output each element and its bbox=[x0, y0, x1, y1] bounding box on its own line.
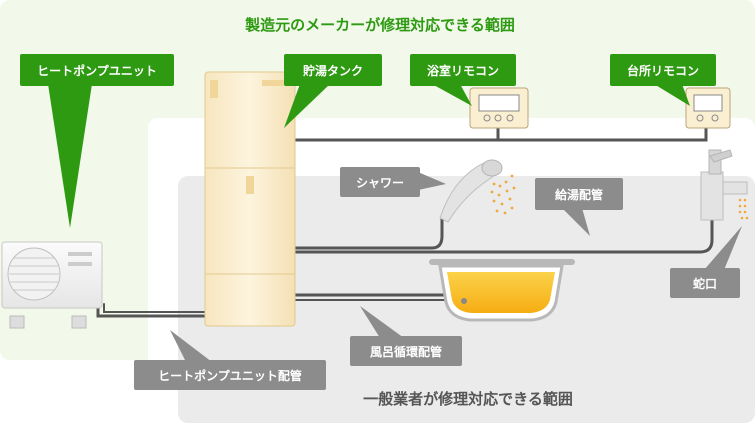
storage-tank bbox=[204, 71, 296, 327]
svg-text:シャワー: シャワー bbox=[356, 176, 404, 190]
callout-bath-circulation-pipe: 風呂循環配管 bbox=[350, 306, 462, 366]
callout-kitchen-remote: 台所リモコン bbox=[610, 54, 716, 106]
svg-text:風呂循環配管: 風呂循環配管 bbox=[370, 344, 442, 359]
callout-bath-remote: 浴室リモコン bbox=[410, 54, 516, 106]
svg-text:蛇口: 蛇口 bbox=[693, 276, 717, 291]
faucet bbox=[700, 149, 749, 221]
bath-remote bbox=[469, 87, 529, 129]
callout-storage-tank: 貯湯タンク bbox=[284, 54, 382, 128]
svg-text:貯湯タンク: 貯湯タンク bbox=[303, 63, 363, 78]
hot-water-pipe bbox=[294, 216, 714, 254]
callout-hot-water-pipe: 給湯配管 bbox=[535, 178, 623, 236]
kitchen-remote bbox=[685, 87, 731, 129]
manufacturer-zone-title: 製造元のメーカーが修理対応できる範囲 bbox=[244, 16, 515, 34]
svg-text:ヒートポンプユニット配管: ヒートポンプユニット配管 bbox=[158, 368, 302, 383]
svg-text:浴室リモコン: 浴室リモコン bbox=[427, 63, 499, 78]
callout-shower: シャワー bbox=[340, 167, 446, 197]
heat-pump-pipe bbox=[96, 306, 208, 318]
bathtub bbox=[429, 259, 575, 322]
callout-faucet: 蛇口 bbox=[670, 226, 742, 298]
shower-pipe bbox=[294, 216, 444, 250]
general-zone-title: 一般業者が修理対応できる範囲 bbox=[363, 390, 573, 408]
svg-text:給湯配管: 給湯配管 bbox=[555, 187, 603, 202]
callout-heat-pump-pipe: ヒートポンプユニット配管 bbox=[134, 330, 326, 390]
svg-text:台所リモコン: 台所リモコン bbox=[627, 63, 699, 78]
callout-heat-pump-unit: ヒートポンプユニット bbox=[20, 54, 174, 228]
heat-pump-unit bbox=[1, 241, 103, 329]
shower-head bbox=[439, 159, 516, 223]
svg-text:ヒートポンプユニット: ヒートポンプユニット bbox=[37, 63, 157, 78]
remote-cable-kitchen bbox=[496, 126, 708, 142]
